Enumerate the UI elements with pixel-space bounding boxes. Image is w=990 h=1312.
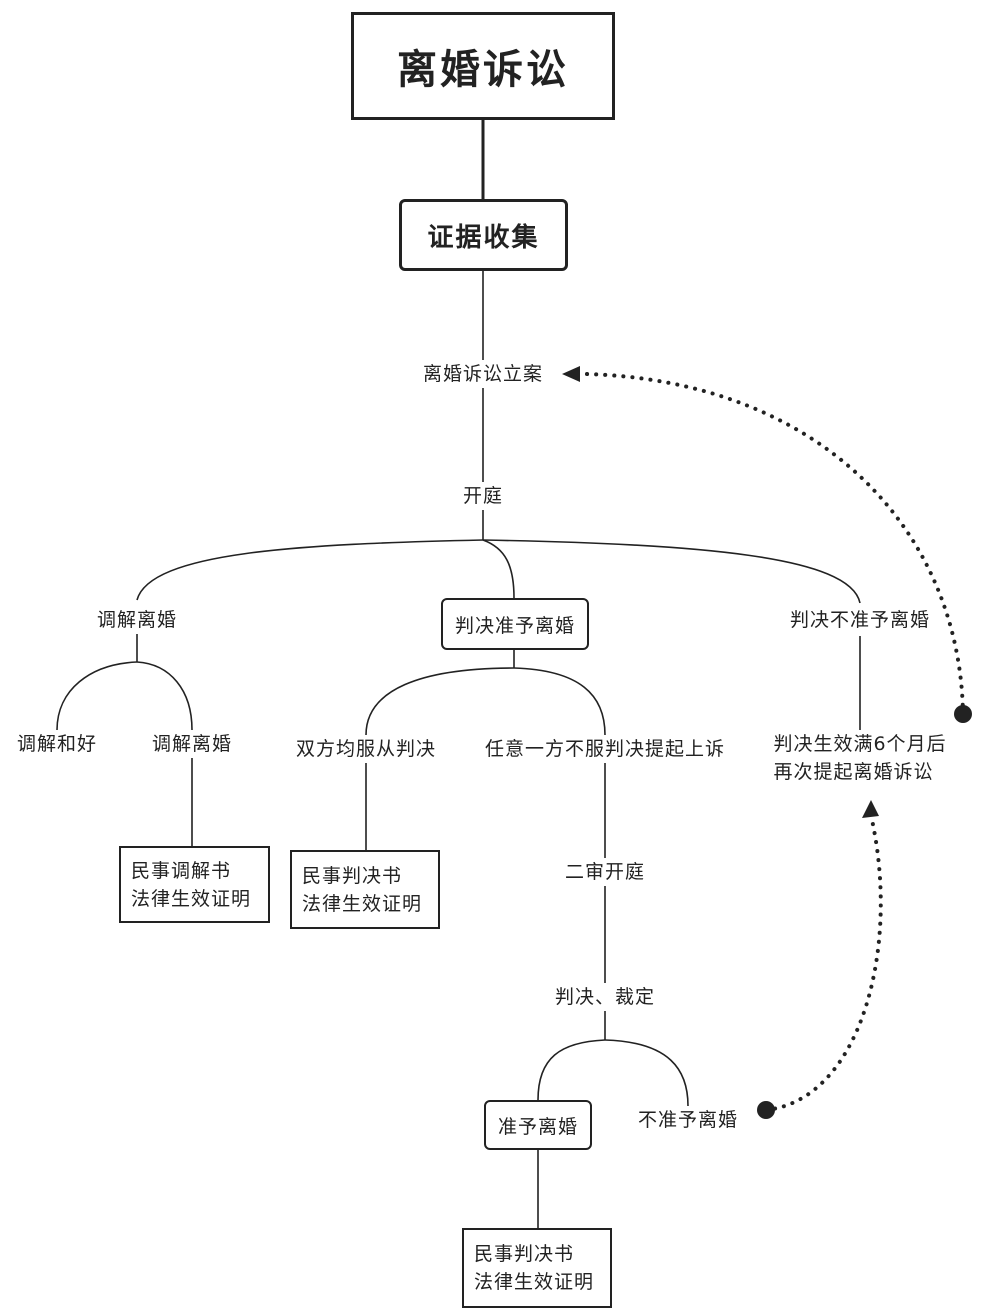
mediation-reconcile-node: 调解和好 — [14, 730, 100, 758]
arrow-to-retry — [862, 800, 879, 818]
title-box: 离婚诉讼 — [351, 12, 615, 120]
loop-denied-to-retry — [764, 818, 883, 1112]
both-accept-node: 双方均服从判决 — [293, 735, 439, 763]
evidence-text: 证据收集 — [427, 222, 540, 253]
edge-arc-granted — [482, 539, 515, 599]
doc-mediation-line-1: 民事调解书 — [131, 859, 232, 882]
evidence-box: 证据收集 — [399, 199, 568, 271]
second-granted-box: 准予离婚 — [484, 1100, 592, 1150]
arrow-to-filing — [562, 366, 580, 382]
hearing-node: 开庭 — [460, 482, 506, 510]
dot-retry-start — [954, 705, 972, 723]
retry-line-1: 判决生效满6个月后 — [773, 733, 947, 755]
branch-denied-node: 判决不准予离婚 — [787, 606, 933, 634]
appeal-node: 任意一方不服判决提起上诉 — [482, 735, 728, 763]
edge-arc-appeal — [513, 667, 606, 736]
branch-granted-box: 判决准予离婚 — [441, 598, 589, 650]
doc-final-box: 民事判决书 法律生效证明 — [462, 1228, 612, 1308]
second-denied-node: 不准予离婚 — [635, 1106, 741, 1134]
retry-node: 判决生效满6个月后 再次提起离婚诉讼 — [771, 730, 949, 786]
doc-judgment-line-1: 民事判决书 — [302, 864, 403, 887]
ruling-node: 判决、裁定 — [552, 983, 658, 1011]
edge-arc-second-denied — [604, 1039, 689, 1107]
doc-final-line-1: 民事判决书 — [474, 1243, 575, 1265]
doc-mediation-box: 民事调解书 法律生效证明 — [119, 846, 270, 923]
doc-judgment-box: 民事判决书 法律生效证明 — [290, 850, 440, 929]
edge-arc-mediation — [136, 539, 484, 601]
dot-denied-start — [757, 1101, 775, 1119]
doc-judgment-line-2: 法律生效证明 — [302, 892, 423, 915]
doc-final-line-2: 法律生效证明 — [474, 1271, 595, 1293]
edge-arc-accept — [365, 667, 515, 736]
title-text: 离婚诉讼 — [397, 47, 569, 93]
mediation-divorce-node: 调解离婚 — [149, 730, 235, 758]
second-trial-node: 二审开庭 — [562, 858, 648, 886]
branch-granted-text: 判决准予离婚 — [454, 614, 575, 637]
second-granted-text: 准予离婚 — [497, 1115, 578, 1138]
retry-line-2: 再次提起离婚诉讼 — [773, 761, 934, 783]
edge-arc-denied — [482, 539, 861, 604]
branch-mediation-node: 调解离婚 — [94, 606, 180, 634]
edge-arc-second-granted — [537, 1039, 606, 1101]
edge-arc-reconcile — [56, 661, 138, 731]
edge-arc-mediated — [136, 661, 193, 731]
loop-retry-to-filing — [583, 372, 965, 716]
filing-node: 离婚诉讼立案 — [420, 360, 546, 388]
doc-mediation-line-2: 法律生效证明 — [131, 887, 252, 910]
